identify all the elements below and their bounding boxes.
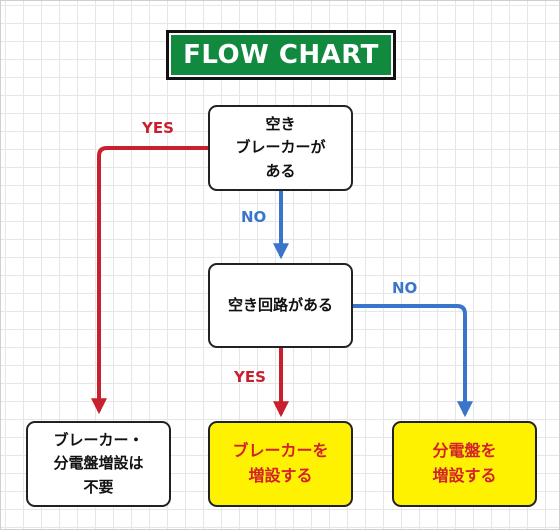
result-add-breaker: ブレーカーを 増設する	[208, 421, 353, 507]
edge-label-q1-no: NO	[241, 208, 267, 226]
flowchart-title: FLOW CHART	[169, 33, 393, 77]
edge-label-q1-yes: YES	[142, 119, 174, 137]
decision-free-circuit: 空き回路がある	[208, 263, 353, 348]
connector-q2-no	[353, 304, 473, 418]
decision-free-breaker: 空き ブレーカーが ある	[208, 105, 353, 191]
connector-q1-yes	[91, 146, 208, 415]
title-banner: FLOW CHART	[166, 30, 396, 80]
edge-label-q2-yes: YES	[234, 368, 266, 386]
edge-label-q2-no: NO	[392, 279, 418, 297]
result-add-panel: 分電盤を 増設する	[392, 421, 537, 507]
result-no-expansion: ブレーカー・ 分電盤増設は 不要	[26, 421, 171, 507]
